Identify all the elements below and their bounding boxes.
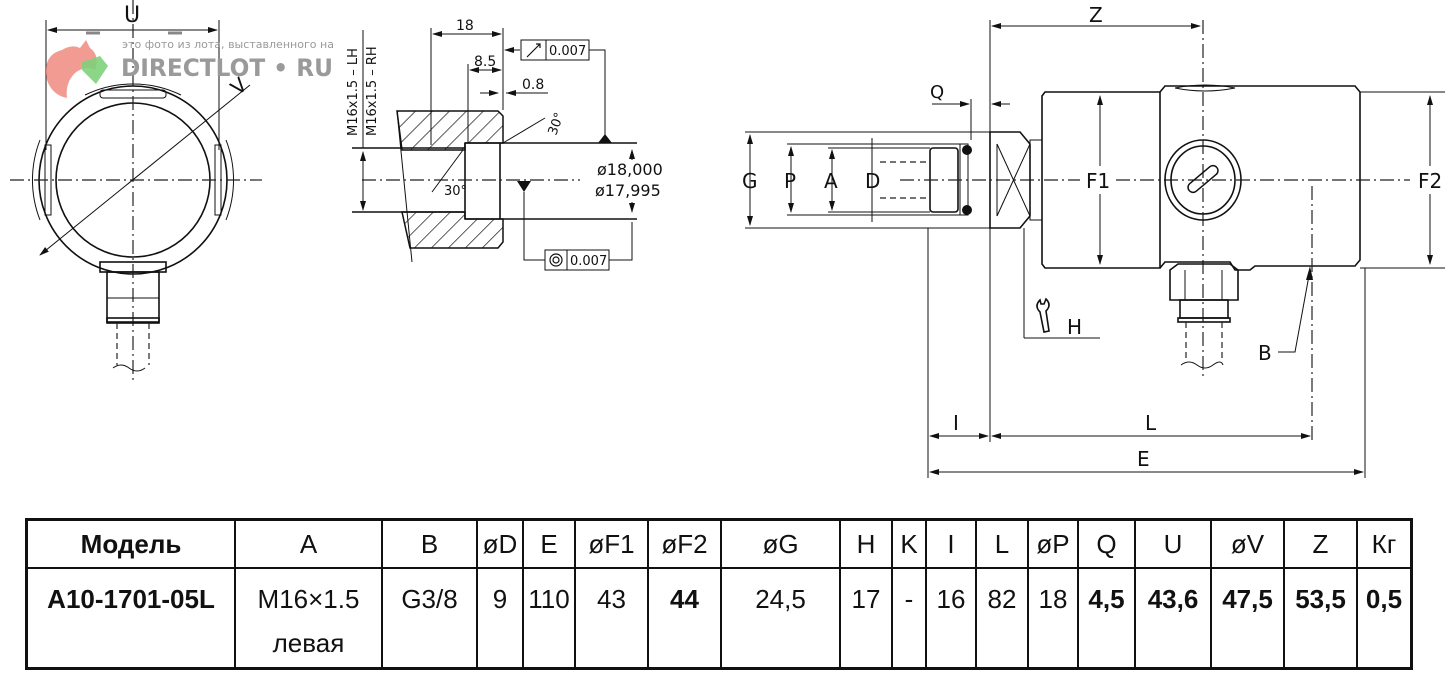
label-l: L [1145,411,1157,435]
concentricity-symbol-icon [549,253,563,267]
angle-top: 30° [546,111,568,138]
cell-f1: 43 [574,567,649,670]
slotted-screw-icon [1187,164,1219,194]
label-i: I [953,411,959,435]
header-cell: H [839,518,893,569]
header-cell: øD [476,518,524,569]
diameter-min: ø17,995 [595,181,661,200]
table-header-row: Модель A B øD E øF1 øF2 øG H K I L øP Q … [25,518,1413,569]
header-cell: Модель [25,518,236,569]
runout-tolerance: 0.007 [549,44,586,59]
label-p: P [784,169,796,193]
cell-e: 110 [522,567,576,670]
label-f2: F2 [1418,169,1442,193]
label-d: D [865,169,880,193]
gem-icon [82,56,108,84]
header-cell: L [975,518,1029,569]
label-z: Z [1089,3,1103,27]
cell-b: G3/8 [381,567,478,670]
squirrel-logo-icon [46,40,97,98]
label-f1: F1 [1086,169,1110,193]
cell-v: 47,5 [1210,567,1285,670]
header-cell: øF2 [647,518,722,569]
cell-d: 9 [476,567,524,670]
cell-a: M16×1.5 левая [234,567,383,670]
side-view: Z Q G P A D F1 [742,3,1445,478]
dim-0-8: 0.8 [522,77,544,93]
header-cell: B [381,518,478,569]
cell-g: 24,5 [720,567,841,670]
cell-z: 53,5 [1283,567,1358,670]
runout-symbol-icon [526,43,541,58]
label-b: B [1258,341,1272,365]
header-cell: øF1 [574,518,649,569]
label-q: Q [930,82,944,103]
watermark-brand: DIRECTLOT • RU [121,54,333,82]
label-u: U [124,3,140,28]
cell-a-line2: левая [272,628,345,658]
thread-lh-label: M16x1.5 – LH [346,48,361,136]
label-e: E [1137,447,1150,471]
watermark: это фото из лота, выставленного на DIREC… [46,38,334,98]
angle-bottom: 30° [444,184,467,199]
diameter-max: ø18,000 [597,160,663,179]
cell-p: 18 [1027,567,1079,670]
cell-kg: 0,5 [1356,567,1413,670]
cell-i: 16 [925,567,977,670]
front-view: U V [10,0,262,380]
header-cell: øV [1210,518,1285,569]
header-cell: I [925,518,977,569]
watermark-caption: это фото из лота, выставленного на [122,38,334,51]
cell-a-line1: M16×1.5 [257,584,360,614]
header-cell: K [891,518,927,569]
dim-18: 18 [456,18,474,34]
header-cell: Q [1077,518,1136,569]
cell-k: - [891,567,927,670]
label-h: H [1067,315,1082,339]
concentricity-tolerance: 0.007 [570,254,607,269]
cell-h: 17 [839,567,893,670]
label-g: G [742,169,758,193]
header-cell: øP [1027,518,1079,569]
cell-model: A10-1701-05L [25,567,236,670]
dim-8-5: 8.5 [474,54,496,70]
section-view: M16x1.5 – LH M16x1.5 – RH 18 8.5 0.8 0.0… [346,18,663,271]
header-cell: U [1134,518,1212,569]
spec-table: Модель A B øD E øF1 øF2 øG H K I L øP Q … [25,518,1413,670]
label-a: A [824,169,838,193]
wrench-icon [1036,297,1050,333]
cell-f2: 44 [647,567,722,670]
thread-rh-label: M16x1.5 – RH [365,46,380,136]
cell-l: 82 [975,567,1029,670]
header-cell: Z [1283,518,1358,569]
header-cell: E [522,518,576,569]
header-cell: Кг [1356,518,1413,569]
cell-q: 4,5 [1077,567,1136,670]
header-cell: A [234,518,383,569]
header-cell: øG [720,518,841,569]
cell-u: 43,6 [1134,567,1212,670]
